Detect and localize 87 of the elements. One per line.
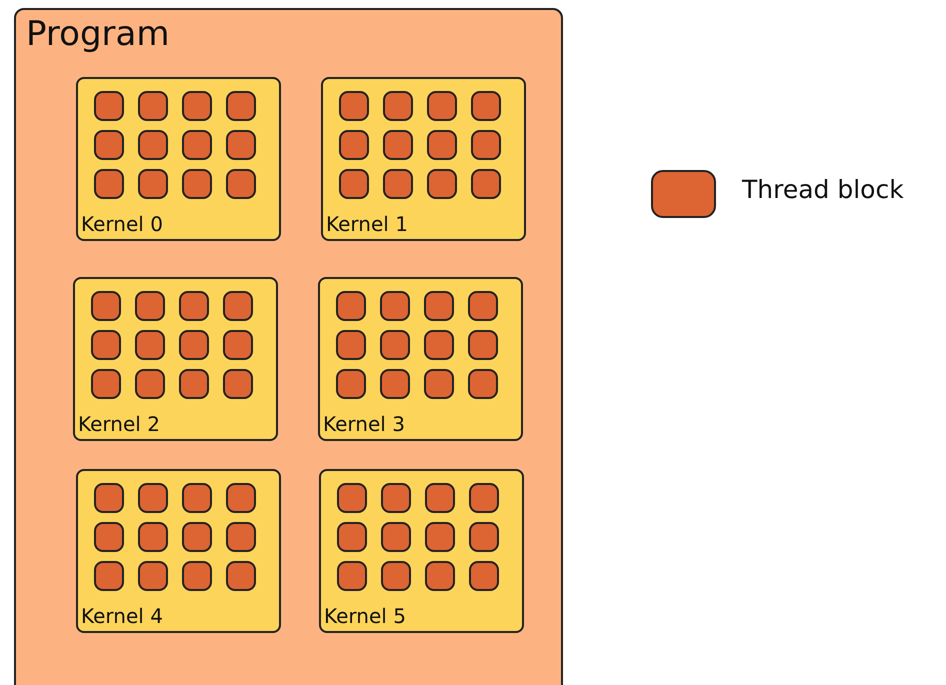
thread-block <box>425 561 455 591</box>
thread-block <box>138 91 168 121</box>
thread-block <box>336 369 366 399</box>
thread-block <box>226 130 256 160</box>
thread-block <box>138 561 168 591</box>
thread-block <box>336 291 366 321</box>
thread-block <box>339 130 369 160</box>
thread-block <box>226 483 256 513</box>
thread-block <box>425 522 455 552</box>
thread-block <box>380 330 410 360</box>
thread-block <box>138 522 168 552</box>
program-container <box>14 8 563 685</box>
thread-block <box>468 330 498 360</box>
thread-block <box>337 561 367 591</box>
kernel-box <box>73 277 278 441</box>
thread-block <box>223 330 253 360</box>
kernel-label: Kernel 3 <box>323 412 405 436</box>
thread-block <box>425 483 455 513</box>
thread-block <box>182 522 212 552</box>
thread-block <box>468 369 498 399</box>
thread-block <box>427 130 457 160</box>
thread-block <box>469 483 499 513</box>
thread-block <box>135 369 165 399</box>
thread-block <box>182 561 212 591</box>
thread-block <box>424 291 454 321</box>
thread-block <box>223 291 253 321</box>
thread-block <box>179 291 209 321</box>
kernel-box <box>76 77 281 241</box>
thread-block <box>182 91 212 121</box>
thread-block <box>182 169 212 199</box>
container-title: Program <box>26 14 170 55</box>
thread-block <box>182 483 212 513</box>
thread-block <box>339 169 369 199</box>
thread-block <box>469 561 499 591</box>
thread-block <box>94 483 124 513</box>
thread-block <box>424 330 454 360</box>
thread-block <box>427 91 457 121</box>
thread-block <box>469 522 499 552</box>
thread-block <box>336 330 366 360</box>
thread-block <box>91 291 121 321</box>
thread-block <box>337 522 367 552</box>
kernel-label: Kernel 4 <box>81 604 163 628</box>
thread-block <box>468 291 498 321</box>
thread-block <box>135 291 165 321</box>
kernel-label: Kernel 0 <box>81 212 163 236</box>
thread-block <box>381 483 411 513</box>
thread-block <box>226 561 256 591</box>
thread-block <box>91 369 121 399</box>
thread-block <box>337 483 367 513</box>
thread-block <box>427 169 457 199</box>
thread-block <box>179 330 209 360</box>
thread-block <box>471 91 501 121</box>
kernel-label: Kernel 1 <box>326 212 408 236</box>
thread-block <box>182 130 212 160</box>
thread-block <box>383 91 413 121</box>
thread-block <box>223 369 253 399</box>
thread-block <box>138 483 168 513</box>
thread-block <box>91 330 121 360</box>
legend-label: Thread block <box>742 175 904 204</box>
thread-block <box>94 130 124 160</box>
thread-block <box>380 369 410 399</box>
thread-block <box>94 561 124 591</box>
thread-block <box>339 91 369 121</box>
thread-block <box>94 91 124 121</box>
kernel-label: Kernel 2 <box>78 412 160 436</box>
kernel-box <box>318 277 523 441</box>
kernel-label: Kernel 5 <box>324 604 406 628</box>
thread-block <box>424 369 454 399</box>
kernel-box <box>321 77 526 241</box>
thread-block <box>138 169 168 199</box>
thread-block <box>94 169 124 199</box>
thread-block <box>138 130 168 160</box>
kernel-box <box>319 469 524 633</box>
thread-block <box>226 91 256 121</box>
thread-block <box>226 522 256 552</box>
thread-block <box>179 369 209 399</box>
kernel-box <box>76 469 281 633</box>
thread-block <box>226 169 256 199</box>
thread-block <box>471 130 501 160</box>
thread-block <box>94 522 124 552</box>
thread-block <box>135 330 165 360</box>
thread-block <box>380 291 410 321</box>
thread-block <box>381 561 411 591</box>
thread-block <box>381 522 411 552</box>
thread-block <box>471 169 501 199</box>
thread-block <box>383 130 413 160</box>
thread-block <box>383 169 413 199</box>
